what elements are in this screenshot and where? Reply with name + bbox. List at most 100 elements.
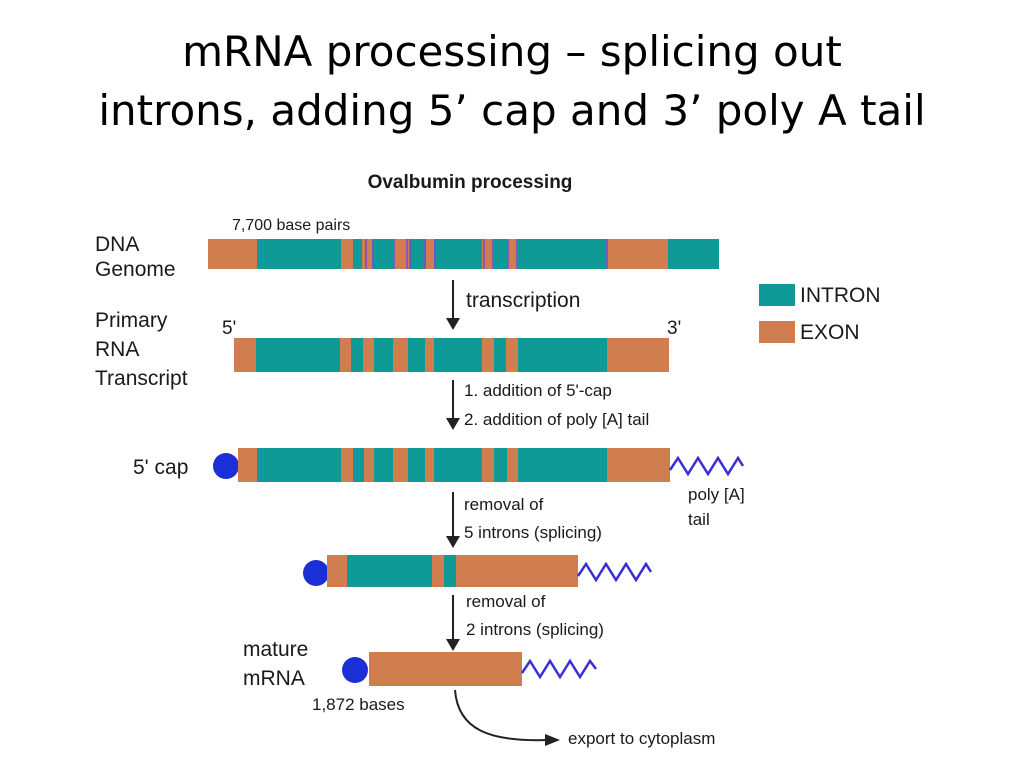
exon-segment	[425, 448, 434, 482]
intron-segment	[518, 448, 607, 482]
transcription-arrow	[446, 280, 460, 330]
exon-segment	[456, 555, 578, 587]
exon-segment	[208, 239, 257, 269]
splice-step-2-line-1: removal of	[466, 592, 546, 611]
legend-exon-label: EXON	[800, 321, 860, 344]
export-curve-arrow	[454, 689, 549, 742]
intron-segment	[347, 555, 432, 587]
dna-label-line-1: DNA	[95, 233, 139, 256]
exon-segment	[363, 338, 374, 372]
legend-exon-swatch	[759, 321, 795, 343]
exon-segment	[425, 338, 434, 372]
legend-intron-label: INTRON	[800, 284, 881, 307]
transcription-label: transcription	[466, 289, 580, 312]
slide-title-line-2: introns, adding 5’ cap and 3’ poly A tai…	[98, 86, 926, 135]
exon-segment	[340, 338, 351, 372]
three-prime-label: 3'	[667, 318, 681, 339]
intron-segment	[374, 338, 393, 372]
exon-segment	[341, 239, 353, 269]
legend: INTRON EXON	[759, 284, 881, 344]
exon-segment	[327, 555, 347, 587]
cap-circle	[213, 453, 239, 479]
intron-segment	[518, 239, 607, 269]
intron-segment	[668, 239, 719, 269]
exon-segment	[482, 338, 494, 372]
intron-segment	[372, 239, 393, 269]
primary-label-line-2: RNA	[95, 338, 139, 361]
dna-intron-boundary-marks	[365, 239, 608, 269]
exon-segment	[432, 555, 444, 587]
mature-size-label: 1,872 bases	[312, 695, 405, 714]
exon-segment	[393, 338, 408, 372]
exon-segment	[482, 239, 494, 269]
slide-title: mRNA processing – splicing out introns, …	[0, 22, 1024, 140]
intron-segment	[408, 338, 425, 372]
exon-segment	[341, 448, 353, 482]
dna-label-line-2: Genome	[95, 258, 176, 281]
mature-mrna-bar	[369, 652, 522, 686]
exon-segment	[364, 448, 374, 482]
intron-segment	[434, 338, 482, 372]
exon-segment	[238, 448, 257, 482]
cap-tail-arrow	[446, 380, 460, 430]
exon-segment	[607, 448, 670, 482]
poly-a-tail-wave-mature	[520, 658, 597, 680]
dna-genome-bar	[208, 239, 719, 269]
intron-segment	[374, 448, 393, 482]
capped-transcript-bar	[238, 448, 670, 482]
intron-segment	[353, 448, 364, 482]
intron-segment	[257, 239, 341, 269]
dna-size-label: 7,700 base pairs	[232, 217, 350, 234]
tail-step-label: 2. addition of poly [A] tail	[464, 410, 649, 429]
intron-segment	[518, 338, 607, 372]
mature-label-line-1: mature	[243, 638, 308, 661]
intron-segment	[409, 239, 426, 269]
primary-label-line-1: Primary	[95, 309, 168, 332]
splice-step-1-line-1: removal of	[464, 495, 544, 514]
intron-segment	[434, 239, 482, 269]
slide-title-line-1: mRNA processing – splicing out	[182, 27, 842, 76]
intron-segment	[434, 448, 482, 482]
intron-segment	[256, 338, 340, 372]
exon-segment	[362, 239, 372, 269]
exon-segment	[607, 239, 668, 269]
intron-segment	[494, 239, 507, 269]
exon-segment	[507, 448, 518, 482]
diagram-heading: Ovalbumin processing	[368, 172, 573, 193]
export-arrowhead	[545, 734, 560, 746]
cap-step-label: 1. addition of 5'-cap	[464, 381, 612, 400]
intron-segment	[444, 555, 456, 587]
poly-a-label-line-1: poly [A]	[688, 485, 745, 504]
exon-segment	[482, 448, 494, 482]
cap-circle-spliced	[303, 560, 329, 586]
five-prime-cap-label: 5' cap	[133, 456, 188, 479]
legend-intron-swatch	[759, 284, 795, 306]
intron-segment	[494, 448, 507, 482]
poly-a-tail-wave	[668, 455, 745, 477]
export-label: export to cytoplasm	[568, 729, 715, 748]
primary-label-line-3: Transcript	[95, 367, 188, 390]
poly-a-tail-wave-spliced	[576, 561, 653, 583]
splice-step-2-line-2: 2 introns (splicing)	[466, 620, 604, 639]
intron-segment	[353, 239, 362, 269]
exon-segment	[506, 338, 518, 372]
intron-segment	[257, 448, 341, 482]
exon-segment	[234, 338, 256, 372]
intron-segment	[494, 338, 506, 372]
splicing-arrow-1	[446, 492, 460, 548]
exon-segment	[393, 239, 409, 269]
five-prime-label: 5'	[222, 318, 236, 339]
intron-segment	[351, 338, 363, 372]
exon-segment	[393, 448, 408, 482]
mature-label-line-2: mRNA	[243, 667, 305, 690]
splice-step-1-line-2: 5 introns (splicing)	[464, 523, 602, 542]
poly-a-label-line-2: tail	[688, 510, 710, 529]
splicing-arrow-2	[446, 595, 460, 651]
exon-segment	[607, 338, 669, 372]
primary-transcript-bar	[234, 338, 669, 372]
cap-circle-mature	[342, 657, 368, 683]
exon-segment	[426, 239, 434, 269]
exon-segment	[507, 239, 518, 269]
intron-segment	[408, 448, 425, 482]
